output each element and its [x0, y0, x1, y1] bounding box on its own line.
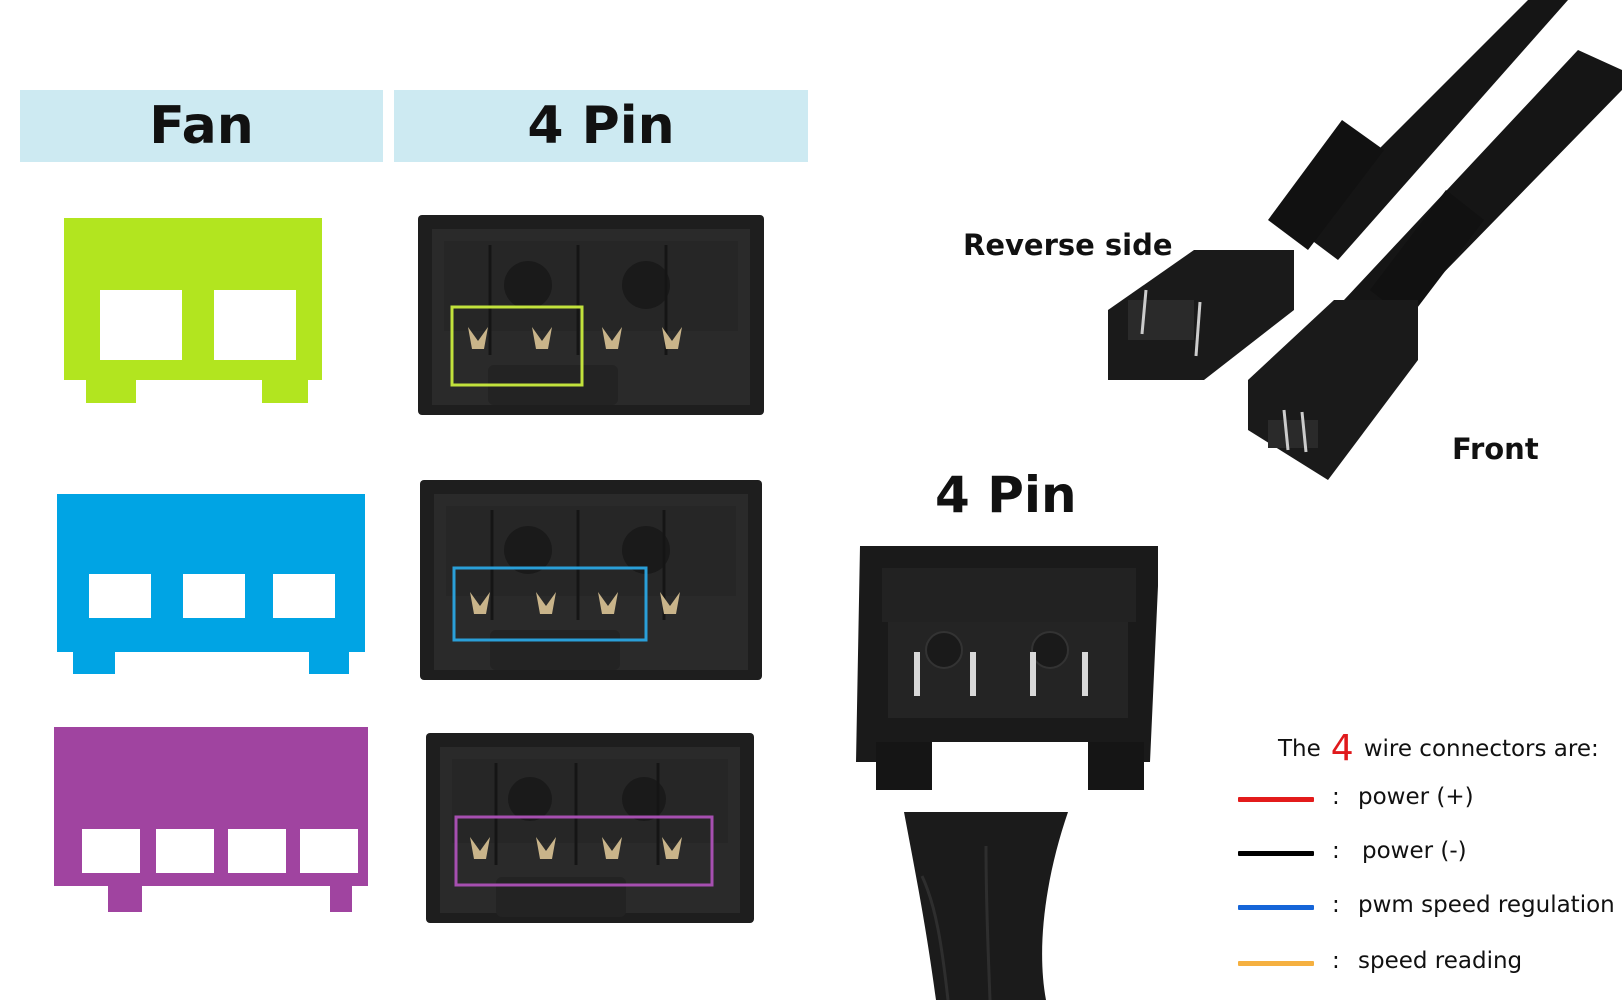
- legend-item-pwm: : pwm speed regulation: [1238, 892, 1618, 926]
- front-connector: [1248, 300, 1418, 480]
- highlight-box-4pin: [454, 815, 714, 887]
- reverse-side-label: Reverse side: [963, 228, 1173, 262]
- key-hole: [504, 261, 552, 309]
- front-label: Front: [1452, 432, 1539, 466]
- legend-colon: :: [1332, 784, 1340, 810]
- key-hole: [622, 526, 670, 574]
- reverse-connector: [1108, 250, 1294, 380]
- legend-colon: :: [1332, 948, 1340, 974]
- fan-4pin-body: [54, 727, 368, 912]
- cable-connectors-illustration: [1108, 0, 1622, 480]
- legend-title: The 4 wire connectors are:: [1278, 728, 1599, 769]
- legend-colon: :: [1332, 838, 1340, 864]
- key-hole: [622, 777, 666, 821]
- legend-title-number: 4: [1330, 728, 1354, 769]
- key-hole: [504, 526, 552, 574]
- legend-item-speed-reading: : speed reading: [1238, 948, 1618, 982]
- legend-label: power (-): [1362, 838, 1467, 864]
- pin-header-label: 4 Pin: [527, 96, 675, 156]
- legend-label: pwm speed regulation: [1358, 892, 1615, 918]
- fan-column-header: Fan: [20, 90, 383, 162]
- legend-label: speed reading: [1358, 948, 1523, 974]
- legend-title-after: wire connectors are:: [1363, 736, 1599, 762]
- highlight-box-3pin: [452, 566, 648, 642]
- key-hole: [622, 261, 670, 309]
- fan-header-label: Fan: [149, 96, 254, 156]
- connector-4pin-photo-2: [420, 480, 762, 680]
- key-hole: [508, 777, 552, 821]
- legend-title-before: The: [1278, 736, 1321, 762]
- closeup-4pin-label: 4 Pin: [935, 466, 1077, 524]
- highlight-box-2pin: [450, 305, 584, 387]
- fan-4pin-shape: [54, 727, 368, 912]
- legend-label: power (+): [1358, 784, 1474, 810]
- legend-item-power-minus: : power (-): [1238, 838, 1618, 872]
- connector-4pin-photo-3: [426, 733, 754, 923]
- fan-3pin-shape: [57, 494, 365, 674]
- sleeve-cable-left: [1298, 0, 1568, 260]
- legend-swatch-red: [1238, 797, 1314, 802]
- legend-swatch-black: [1238, 851, 1314, 856]
- fan-2pin-shape: [64, 218, 322, 403]
- pin-column-header: 4 Pin: [394, 90, 808, 162]
- legend-swatch-blue: [1238, 905, 1314, 910]
- connector-4pin-photo-1: [418, 215, 764, 415]
- legend-colon: :: [1332, 892, 1340, 918]
- connector-closeup: [856, 546, 1158, 1000]
- legend-item-power-plus: : power (+): [1238, 784, 1618, 818]
- legend-swatch-orange: [1238, 961, 1314, 966]
